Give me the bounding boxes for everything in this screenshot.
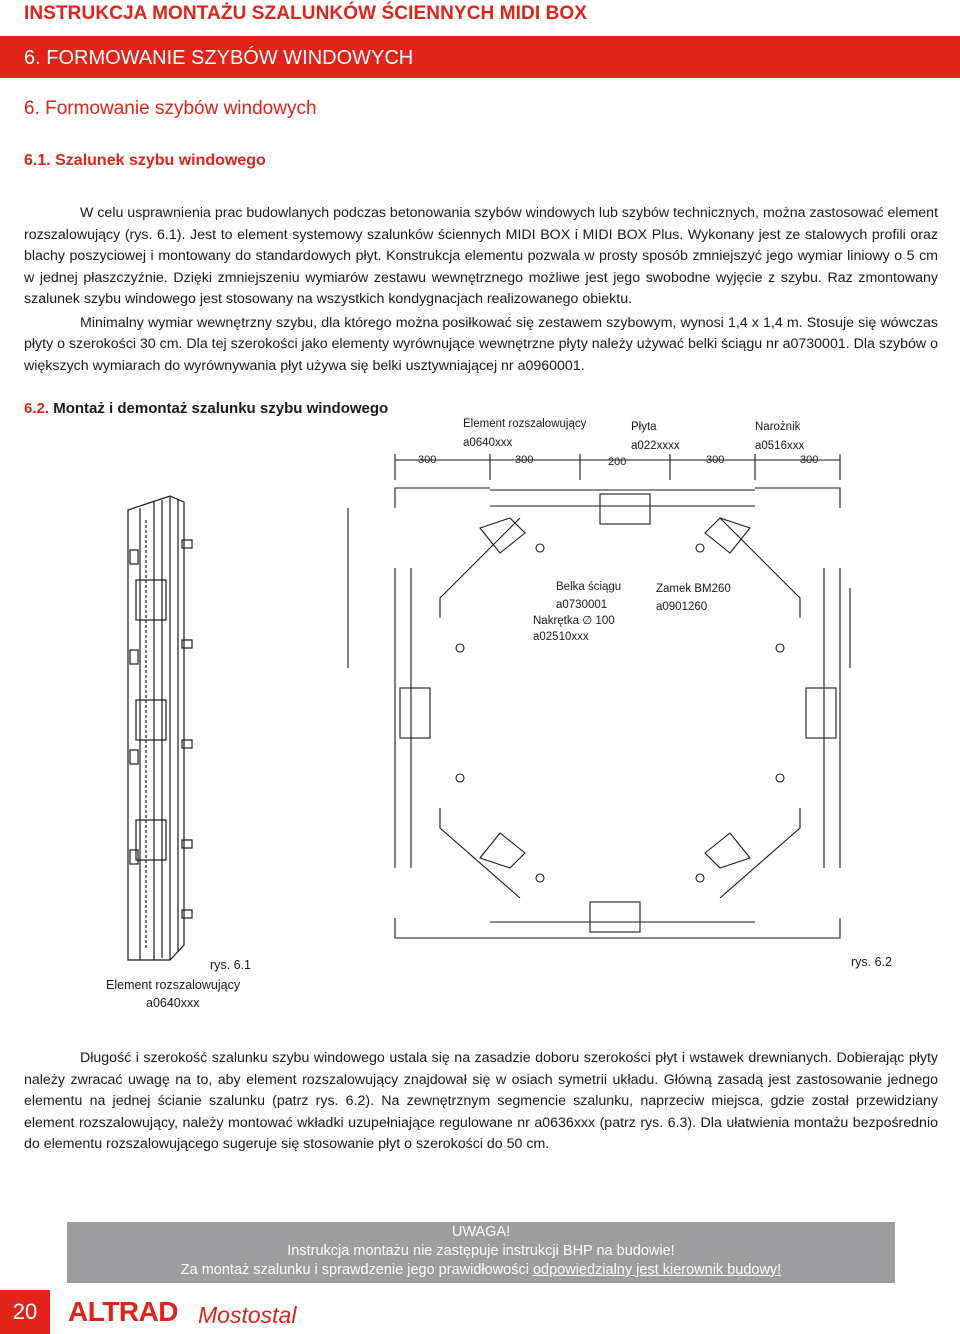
label-element-code: a0640xxx — [463, 437, 513, 449]
label-naroznik-code: a0516xxx — [755, 440, 805, 452]
left-element-name: Element rozszalowujący — [106, 978, 241, 992]
label-plyta-name: Płyta — [631, 421, 657, 433]
warning-line-1: Instrukcja montażu nie zastępuje instruk… — [287, 1243, 675, 1259]
label-zamek-code: a0901260 — [656, 601, 708, 613]
label-zamek-name: Zamek BM260 — [656, 583, 731, 595]
brand-logo-sub: Mostostal — [198, 1302, 297, 1328]
warning-line-2-underlined: odpowiedzialny jest kierownik budowy! — [532, 1262, 782, 1278]
intro-text: W celu usprawnienia prac budowlanych pod… — [24, 203, 938, 377]
subheading-6-2-text: Montaż i demontaż szalunku szybu windowe… — [53, 400, 389, 417]
label-element-name: Element rozszalowujący — [463, 418, 587, 430]
section-heading: 6. Formowanie szybów windowych — [24, 98, 317, 119]
subheading-6-1: 6.1. Szalunek szybu windowego — [24, 152, 266, 169]
brand-logo: ALTRAD — [68, 1296, 179, 1327]
caption-rys-6-1: rys. 6.1 — [210, 958, 251, 972]
dim-top-1: 300 — [418, 454, 436, 466]
section-band-title: 6. FORMOWANIE SZYBÓW WINDOWYCH — [24, 47, 414, 69]
warning-box: UWAGA! Instrukcja montażu nie zastępuje … — [67, 1222, 895, 1283]
warning-title: UWAGA! — [451, 1224, 511, 1240]
paragraph-1: W celu usprawnienia prac budowlanych pod… — [24, 205, 939, 307]
subheading-6-2: 6.2. Montaż i demontaż szalunku szybu wi… — [24, 400, 388, 417]
label-belka-name: Belka ściągu — [556, 581, 622, 593]
bottom-text: Długość i szerokość szalunku szybu windo… — [24, 1048, 938, 1156]
paragraph-2: Minimalny wymiar wewnętrzny szybu, dla k… — [24, 314, 938, 374]
warning-line-2: Za montaż szalunku i sprawdzenie jego pr… — [67, 1261, 895, 1280]
dim-top-2: 300 — [515, 454, 533, 466]
dim-top-4: 300 — [706, 454, 724, 466]
figure-6-2-drawing: 300 300 200 300 300 — [347, 454, 851, 939]
label-nakretka: Nakrętka ∅ 100 — [533, 615, 615, 627]
warning-line-2-text: Za montaż szalunku i sprawdzenie jego pr… — [180, 1262, 533, 1278]
dim-top-3: 200 — [608, 456, 626, 468]
document-title: INSTRUKCJA MONTAŻU SZALUNKÓW ŚCIENNYCH M… — [24, 3, 588, 24]
dim-top-5: 300 — [800, 454, 818, 466]
label-naroznik-name: Narożnik — [755, 421, 801, 433]
section-band — [0, 36, 960, 78]
label-belka-code: a0730001 — [556, 599, 608, 611]
figure-6-1-drawing — [127, 495, 193, 961]
label-plyta-code: a022xxxx — [631, 440, 680, 452]
label-nakretka-code: a02510xxx — [533, 631, 589, 643]
subheading-6-2-number: 6.2. — [24, 400, 50, 417]
paragraph-3: Długość i szerokość szalunku szybu windo… — [24, 1050, 938, 1152]
page-number: 20 — [0, 1290, 50, 1334]
left-element-code: a0640xxx — [146, 996, 200, 1010]
caption-rys-6-2: rys. 6.2 — [851, 955, 892, 969]
